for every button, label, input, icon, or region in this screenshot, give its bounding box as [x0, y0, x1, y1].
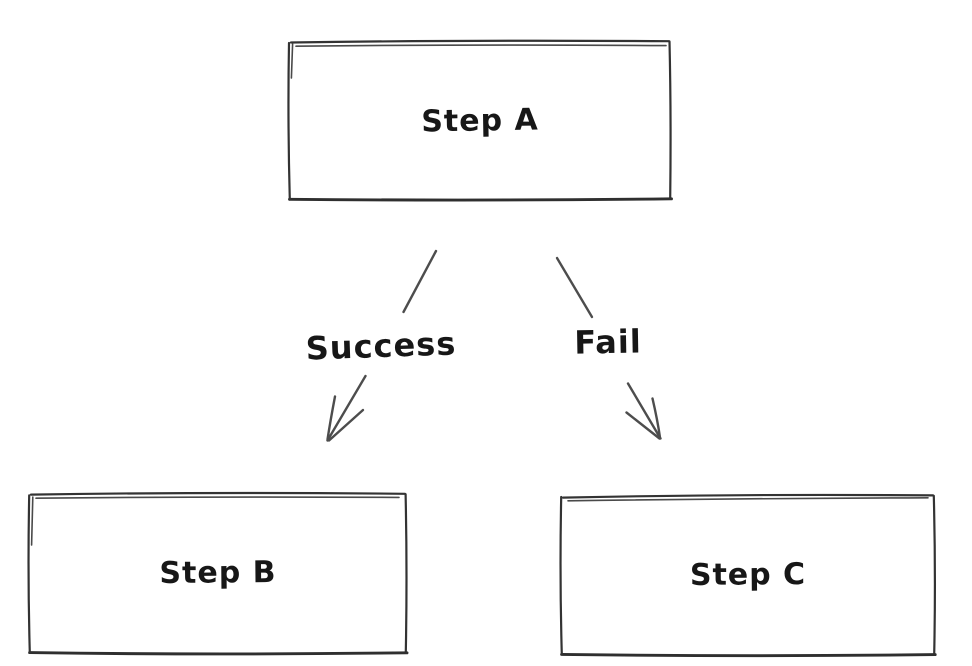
- step-b-box-left: [27, 494, 31, 654]
- step-b-label: Step B: [159, 554, 277, 592]
- success-arrowhead-right-barb: [327, 408, 365, 442]
- step-a-box: [287, 39, 673, 202]
- fail-edge-label: Fail: [573, 322, 643, 362]
- step-a-box-top: [289, 39, 671, 44]
- step-a-label: Step A: [420, 102, 540, 140]
- step-c-box-bottom: [560, 652, 937, 658]
- step-c-box-top-2: [567, 497, 929, 502]
- success-edge-label: Success: [305, 324, 457, 368]
- step-b-box-left-2: [30, 496, 34, 546]
- step-b-box-top-2: [35, 496, 400, 499]
- step-c-box: [559, 493, 937, 658]
- step-c-box-right: [932, 494, 937, 656]
- step-a-box-bottom: [288, 197, 673, 202]
- step-b-box-top: [29, 491, 407, 496]
- step-a-box-left-2: [290, 43, 294, 79]
- success-arrowhead-left-barb: [326, 395, 337, 441]
- fail-arrowhead-right-barb: [651, 397, 662, 439]
- step-c-label: Step C: [689, 556, 807, 594]
- step-a-box-right: [668, 40, 672, 200]
- fail-arrow-lower-segment: [626, 382, 662, 440]
- success-arrow-upper-segment: [402, 249, 438, 314]
- step-a-box-left: [287, 41, 291, 201]
- step-b-box-bottom: [28, 651, 409, 656]
- step-b-box: [27, 491, 409, 656]
- step-c-box-left: [559, 495, 563, 656]
- success-arrow-lower-segment: [326, 374, 367, 442]
- success-arrow: [326, 249, 438, 442]
- step-a-box-top-2: [295, 44, 667, 47]
- step-b-box-right: [404, 493, 408, 654]
- fail-arrow-upper-segment: [555, 256, 594, 319]
- step-c-box-top: [561, 493, 935, 499]
- fail-arrowhead-left-barb: [625, 411, 661, 440]
- fail-arrow: [555, 256, 662, 440]
